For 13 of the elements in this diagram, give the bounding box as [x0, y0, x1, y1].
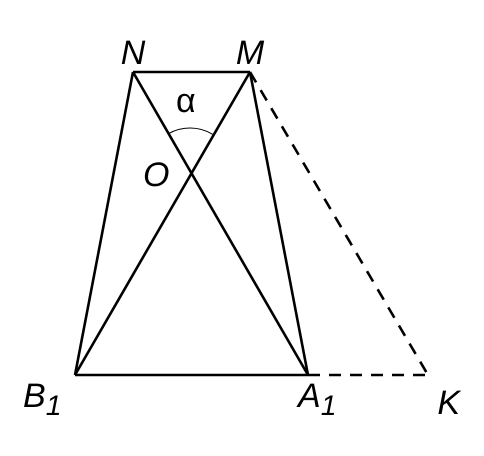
- angle-label: α: [176, 84, 196, 118]
- line-segment: [133, 70, 250, 74]
- dashed-line: [308, 374, 428, 376]
- line-segment: [75, 374, 308, 376]
- vertex-label: B$_{1}$: [23, 375, 75, 420]
- line-segment: [74, 71, 252, 376]
- vertex-label: K: [420, 375, 460, 420]
- vertex-label: M: [228, 36, 272, 72]
- line-segment: [132, 71, 310, 376]
- vertex-label: N: [113, 36, 153, 72]
- line-segment: [74, 72, 134, 376]
- point-label: O: [143, 158, 170, 192]
- vertex-label: A$_{1}$: [298, 375, 348, 420]
